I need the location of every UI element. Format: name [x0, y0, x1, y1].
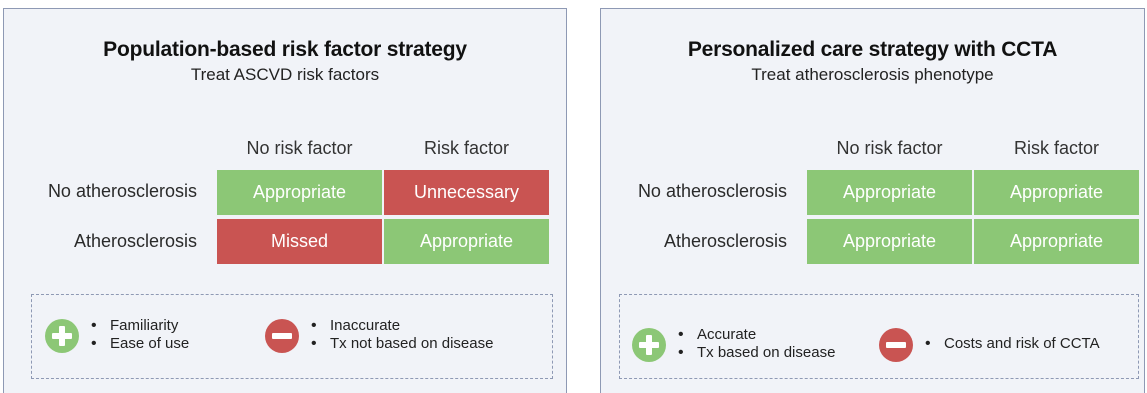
matrix-cell: Appropriate — [807, 170, 972, 215]
cons-list: Inaccurate Tx not based on disease — [308, 317, 493, 353]
population-strategy-panel: Population-based risk factor strategy Tr… — [3, 8, 567, 393]
column-header-risk-factor: Risk factor — [1013, 138, 1100, 158]
panel-title: Personalized care strategy with CCTA — [687, 38, 1058, 61]
pro-item: Accurate — [675, 326, 835, 344]
pros-list: Accurate Tx based on disease — [675, 326, 835, 362]
column-header-no-risk-factor: No risk factor — [836, 138, 943, 158]
column-header-risk-factor: Risk factor — [423, 138, 510, 158]
plus-circle-icon — [632, 328, 666, 362]
personalized-strategy-panel: Personalized care strategy with CCTA Tre… — [600, 8, 1145, 393]
pro-item: Familiarity — [88, 317, 189, 335]
pros-cons-box: Accurate Tx based on disease Costs and r… — [619, 294, 1139, 379]
matrix-cell: Appropriate — [384, 219, 549, 264]
panel-subtitle: Treat atherosclerosis phenotype — [751, 65, 994, 84]
pros-list: Familiarity Ease of use — [88, 317, 189, 353]
minus-circle-icon — [265, 319, 299, 353]
pro-item: Ease of use — [88, 335, 189, 353]
matrix-cell: Unnecessary — [384, 170, 549, 215]
cons-list: Costs and risk of CCTA — [922, 335, 1100, 353]
row-label-atherosclerosis: Atherosclerosis — [73, 231, 197, 251]
row-label-atherosclerosis: Atherosclerosis — [663, 231, 787, 251]
matrix-cell: Appropriate — [974, 170, 1139, 215]
column-header-no-risk-factor: No risk factor — [246, 138, 353, 158]
minus-circle-icon — [879, 328, 913, 362]
plus-circle-icon — [45, 319, 79, 353]
con-item: Inaccurate — [308, 317, 493, 335]
pros-cons-box: Familiarity Ease of use Inaccurate Tx no… — [31, 294, 553, 379]
panel-subtitle: Treat ASCVD risk factors — [190, 65, 380, 84]
matrix-cell: Appropriate — [807, 219, 972, 264]
con-item: Costs and risk of CCTA — [922, 335, 1100, 353]
row-label-no-atherosclerosis: No atherosclerosis — [637, 181, 787, 201]
row-label-no-atherosclerosis: No atherosclerosis — [47, 181, 197, 201]
panel-title: Population-based risk factor strategy — [103, 38, 467, 61]
matrix-cell: Appropriate — [974, 219, 1139, 264]
matrix-cell: Missed — [217, 219, 382, 264]
matrix-cell: Appropriate — [217, 170, 382, 215]
pro-item: Tx based on disease — [675, 344, 835, 362]
con-item: Tx not based on disease — [308, 335, 493, 353]
